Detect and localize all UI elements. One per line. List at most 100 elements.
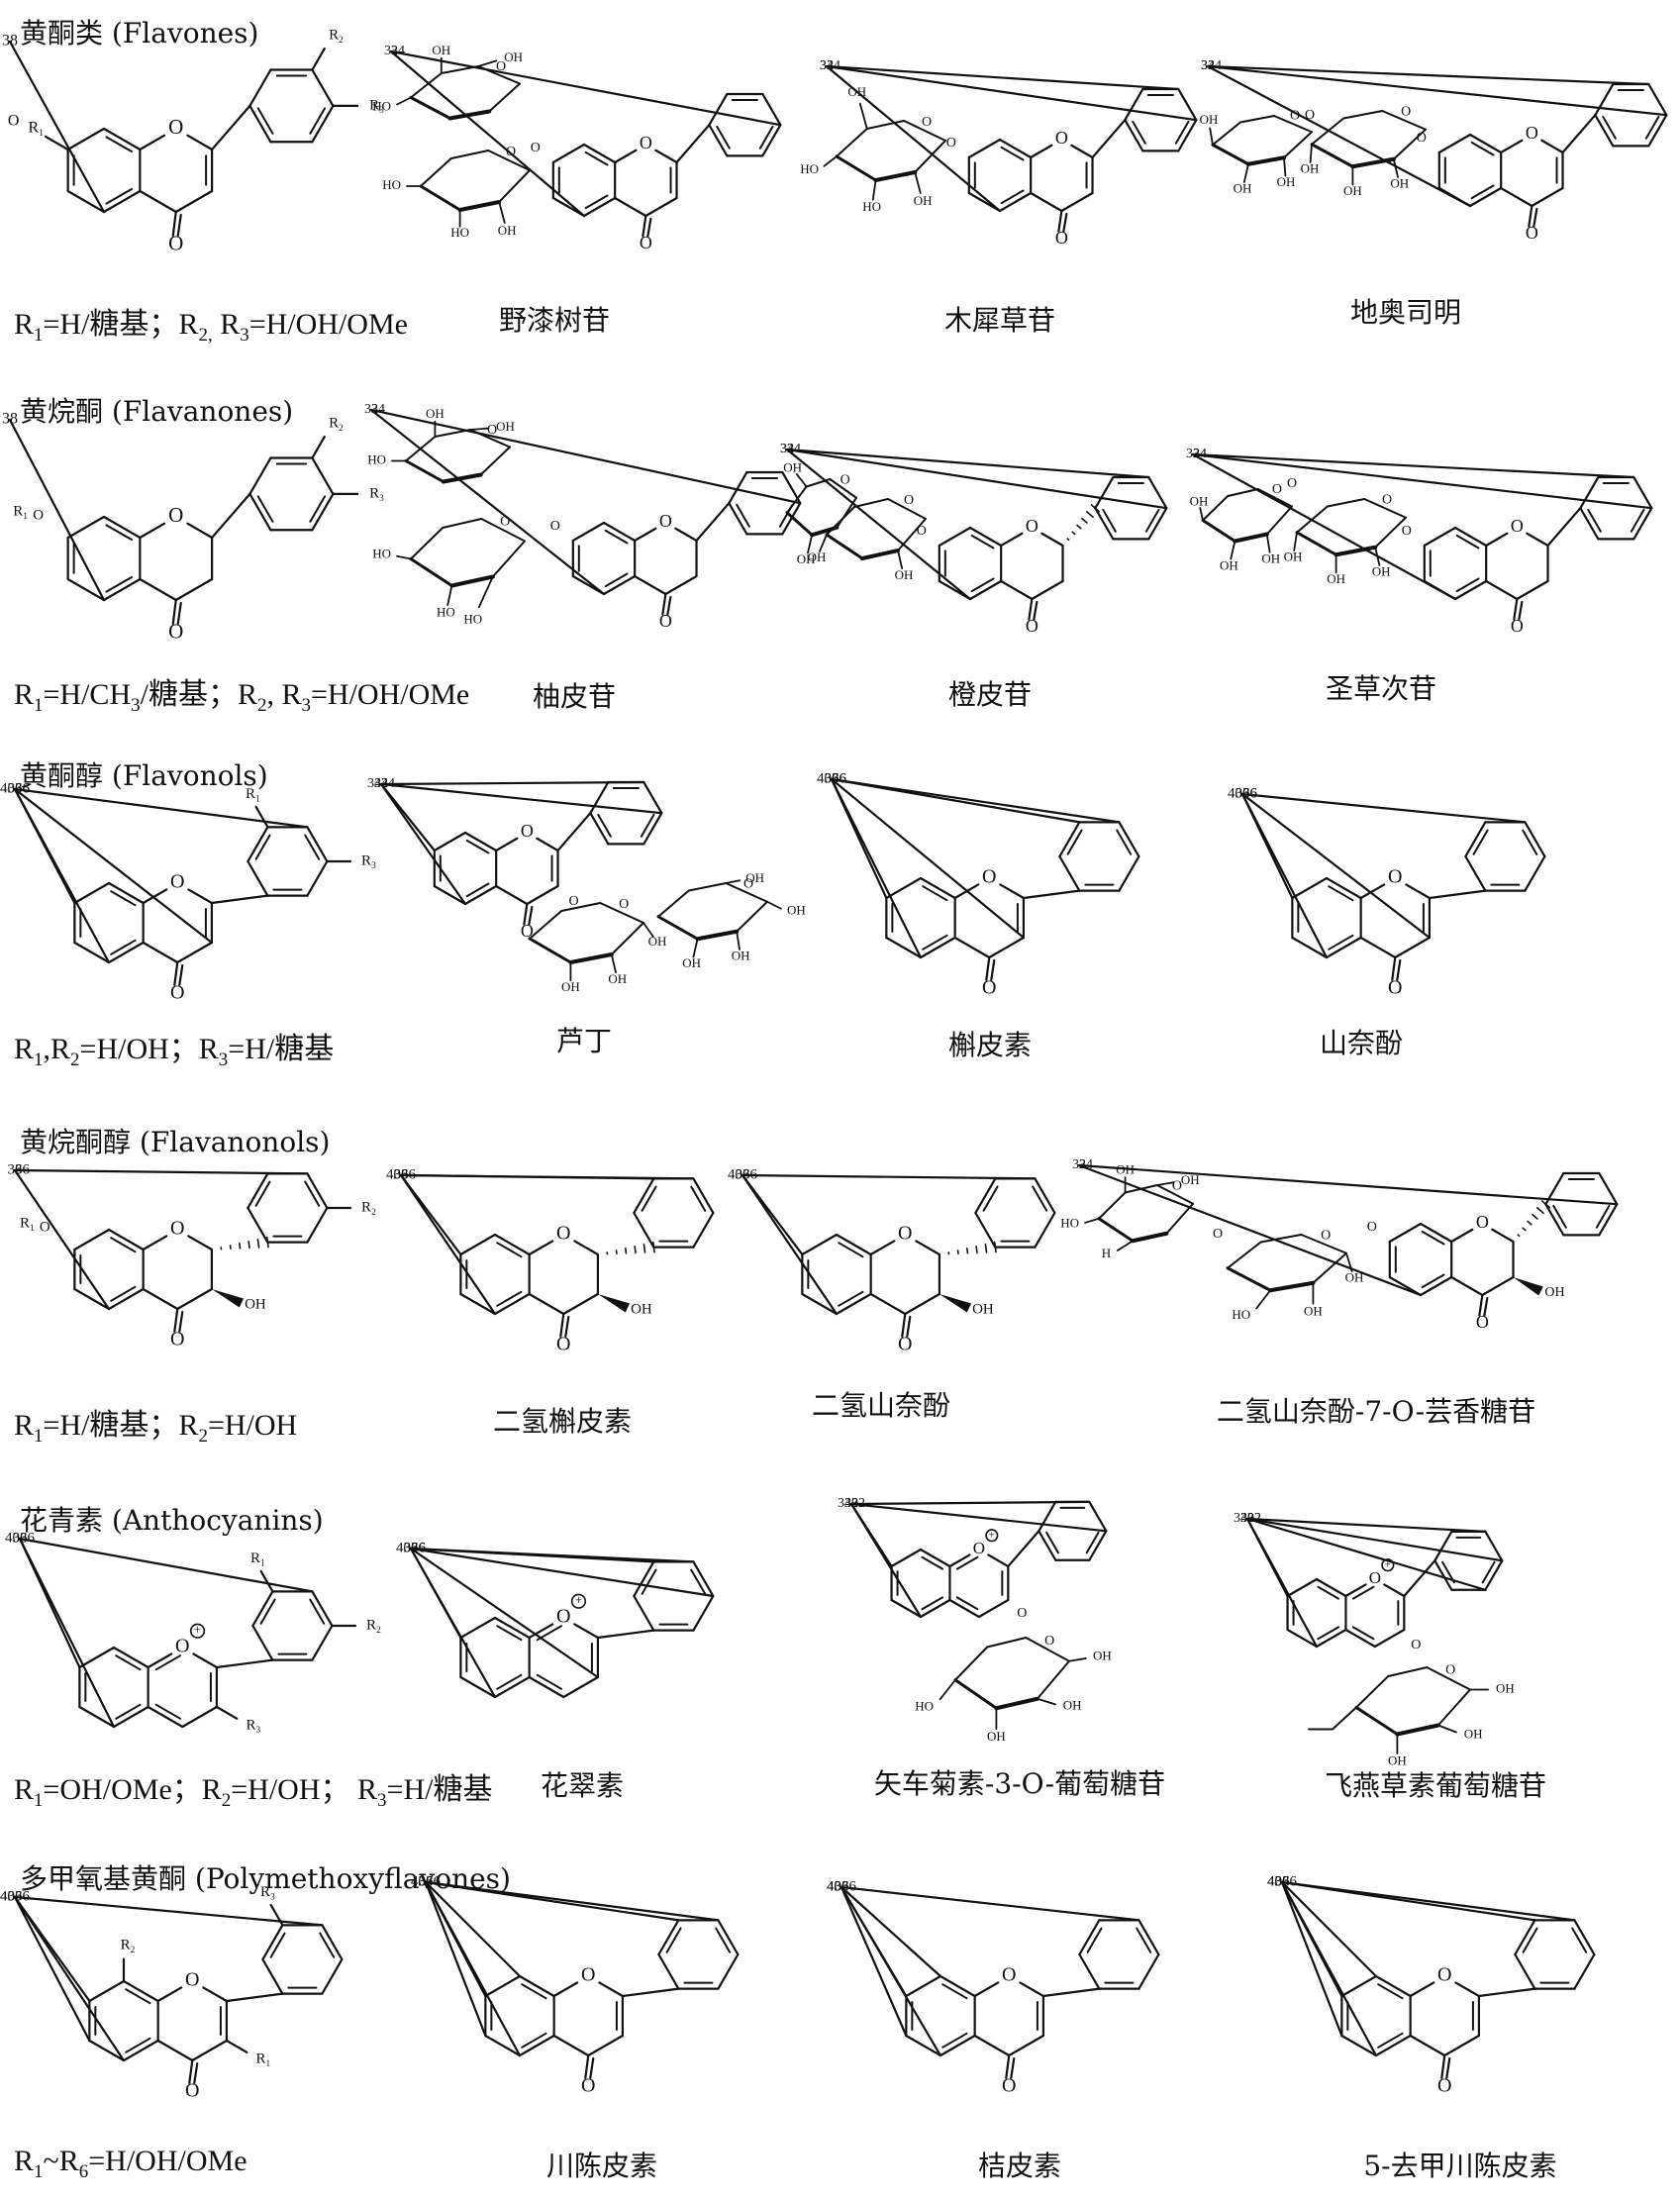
bond	[66, 515, 106, 540]
bond	[1522, 1927, 1538, 1953]
bond	[1066, 829, 1083, 855]
r-group-text: =H/OH/OMe	[310, 678, 470, 711]
bond	[614, 149, 638, 164]
atom-label: HO	[372, 98, 391, 113]
bond	[1300, 1234, 1347, 1254]
bond	[247, 859, 269, 897]
bond	[261, 1957, 284, 1995]
r-group-text: R	[14, 2145, 35, 2177]
bond	[1524, 821, 1546, 858]
bond	[614, 196, 647, 218]
bond	[941, 2032, 968, 2049]
atom-label: 40	[396, 1540, 411, 1555]
atom-label: HO	[450, 225, 469, 240]
atom-label: 36	[15, 780, 31, 796]
bond	[598, 1981, 625, 1998]
bond	[1201, 519, 1236, 543]
bond	[1242, 162, 1249, 183]
atom-label: 36	[411, 1540, 427, 1555]
bond	[1268, 1280, 1316, 1293]
bond	[1098, 1191, 1127, 1220]
atom-label: HO	[463, 611, 482, 626]
bond	[1239, 115, 1275, 124]
bond	[666, 595, 672, 616]
atom-label: R1	[255, 2051, 270, 2069]
bond	[1057, 209, 1063, 233]
bond	[1453, 579, 1488, 601]
bond	[914, 140, 946, 173]
bond	[254, 805, 269, 829]
bond	[1144, 508, 1160, 533]
bond	[311, 492, 335, 532]
bond	[1156, 1181, 1175, 1186]
atom-label: O	[904, 493, 914, 508]
bond	[1535, 1206, 1544, 1215]
bond	[642, 812, 663, 846]
bond	[1325, 876, 1362, 900]
bond	[176, 1287, 214, 1311]
bond	[1481, 1275, 1515, 1297]
bond	[1147, 507, 1168, 541]
bond	[1532, 1213, 1538, 1220]
bond	[424, 1880, 720, 1922]
bond	[105, 575, 133, 593]
bond	[1255, 1289, 1272, 1310]
bond	[922, 934, 948, 951]
atom-label: O	[1290, 108, 1300, 123]
atom-label: O	[521, 821, 534, 841]
bond	[970, 534, 995, 550]
atom-label: O	[1388, 866, 1402, 888]
bond	[171, 598, 177, 626]
bond	[1240, 792, 1432, 940]
bond	[646, 217, 652, 238]
bond	[905, 1974, 942, 1998]
bond	[761, 92, 782, 127]
bond	[1240, 792, 1329, 959]
bond	[1359, 936, 1397, 959]
compound-structure: OO404036363636	[411, 1873, 762, 2130]
bond	[1265, 505, 1293, 536]
bond	[1532, 207, 1538, 228]
bond	[807, 534, 814, 554]
bond	[974, 1177, 997, 1215]
bond	[528, 1240, 554, 1256]
compound-name: 木犀草苷	[943, 304, 1056, 337]
bond	[838, 1242, 864, 1258]
atom-label: 34	[838, 1496, 851, 1511]
bond	[1118, 854, 1140, 892]
bond	[186, 134, 214, 151]
bond	[410, 527, 445, 560]
bond	[1315, 1577, 1347, 1598]
bond	[248, 492, 272, 532]
bond	[1455, 577, 1480, 593]
bond	[379, 780, 645, 786]
atom-label: R1	[28, 120, 44, 140]
bond	[188, 2058, 194, 2084]
atom-label: O	[1026, 616, 1038, 636]
bond	[1443, 2034, 1481, 2057]
bond	[1071, 531, 1076, 536]
atom-label: O	[1437, 1964, 1451, 1986]
bond	[1097, 1217, 1135, 1243]
bond	[13, 1895, 126, 2062]
bond	[914, 171, 922, 194]
bond	[1206, 64, 1472, 208]
atom-label: HO	[800, 161, 819, 176]
compound-name: 飞燕草素葡萄糖苷	[1324, 1769, 1547, 1802]
subscript: 2	[198, 1426, 208, 1447]
bond	[562, 1675, 600, 1699]
r-group-text: =H/糖基；R	[43, 308, 199, 341]
atom-label: O	[917, 524, 927, 539]
bond	[1517, 1234, 1521, 1238]
bond	[869, 1292, 907, 1316]
bond	[66, 189, 106, 214]
bond	[692, 1177, 715, 1215]
section-title: 黄酮类 (Flavones)	[20, 17, 259, 50]
bond	[869, 1240, 896, 1256]
bond	[692, 1211, 715, 1249]
bond	[256, 495, 274, 523]
bond	[1632, 507, 1653, 541]
bond	[139, 522, 166, 540]
